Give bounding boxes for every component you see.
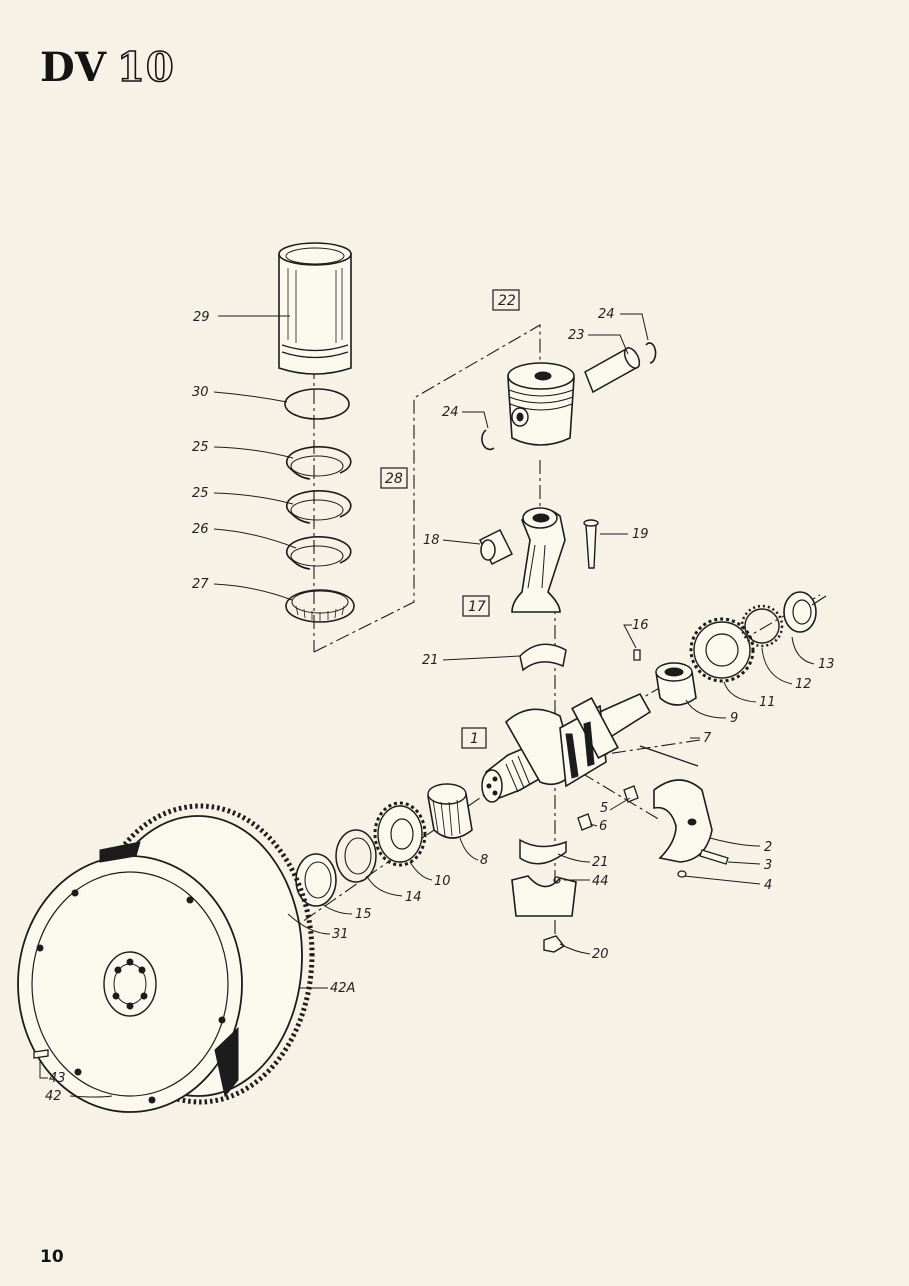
washer-14 [335,829,377,883]
callout-9: 9 [730,711,738,726]
model-name: DV [40,44,108,91]
rod-bolt [583,519,599,569]
callout-21-lower: 21 [592,855,609,870]
callout-8: 8 [480,853,488,868]
counterweight [653,779,713,863]
bearing-cap [511,875,577,953]
callout-13: 13 [818,657,835,672]
callout-42A: 42A [330,981,355,996]
bearing-shell-lower [519,838,567,865]
callout-1: 1 [470,731,479,747]
callout-15: 15 [355,907,372,922]
callout-20: 20 [592,947,609,962]
cylinder-liner [278,242,352,375]
piston [507,362,575,446]
leader-lines [39,313,815,1098]
bearing-9 [655,662,697,706]
callout-42: 42 [45,1089,62,1104]
callout-27: 27 [192,577,209,592]
callout-10: 10 [434,874,451,889]
callout-31: 31 [332,927,349,942]
boxed-callouts [380,289,520,749]
callout-4: 4 [764,878,772,893]
crankshaft [481,692,652,803]
callout-14: 14 [405,890,422,905]
model-number: 10 [116,44,175,91]
callout-18: 18 [423,533,440,548]
callout-12: 12 [795,677,812,692]
circlips [481,342,657,451]
callout-24-right: 24 [598,307,615,322]
small-end-bush [478,528,514,566]
nut-13 [783,591,827,633]
callout-28: 28 [385,471,403,487]
callout-7: 7 [703,731,712,746]
callout-21-upper: 21 [422,653,439,668]
callout-25-upper: 25 [192,440,209,455]
dowel-pins [577,649,699,831]
callout-6: 6 [599,819,607,834]
flywheel [17,803,315,1113]
callout-24-left: 24 [442,405,459,420]
callout-25-lower: 25 [192,486,209,501]
callout-44: 44 [592,874,609,889]
piston-rings [284,388,355,623]
ring-15 [295,853,337,907]
piston-pin [584,346,641,394]
ring-30 [284,388,350,420]
callout-22: 22 [498,293,516,309]
callout-30: 30 [192,385,209,400]
callout-19: 19 [632,527,649,542]
page-number: 10 [40,1247,64,1267]
callout-16: 16 [632,618,649,633]
gear-11 [689,617,755,683]
callout-43: 43 [49,1071,66,1086]
callout-29: 29 [193,310,210,325]
gear-10 [373,801,427,867]
bearing-8 [427,783,473,839]
callout-11: 11 [759,695,776,710]
connecting-rod [511,507,566,613]
callout-23: 23 [568,328,585,343]
counterweight-bolt [677,849,729,878]
callout-5: 5 [600,801,608,816]
callout-3: 3 [764,858,772,873]
lock-washer-12 [740,604,784,648]
callout-2: 2 [764,840,772,855]
bearing-shell-upper [519,643,567,672]
callout-17: 17 [468,599,486,615]
callout-26: 26 [192,522,209,537]
